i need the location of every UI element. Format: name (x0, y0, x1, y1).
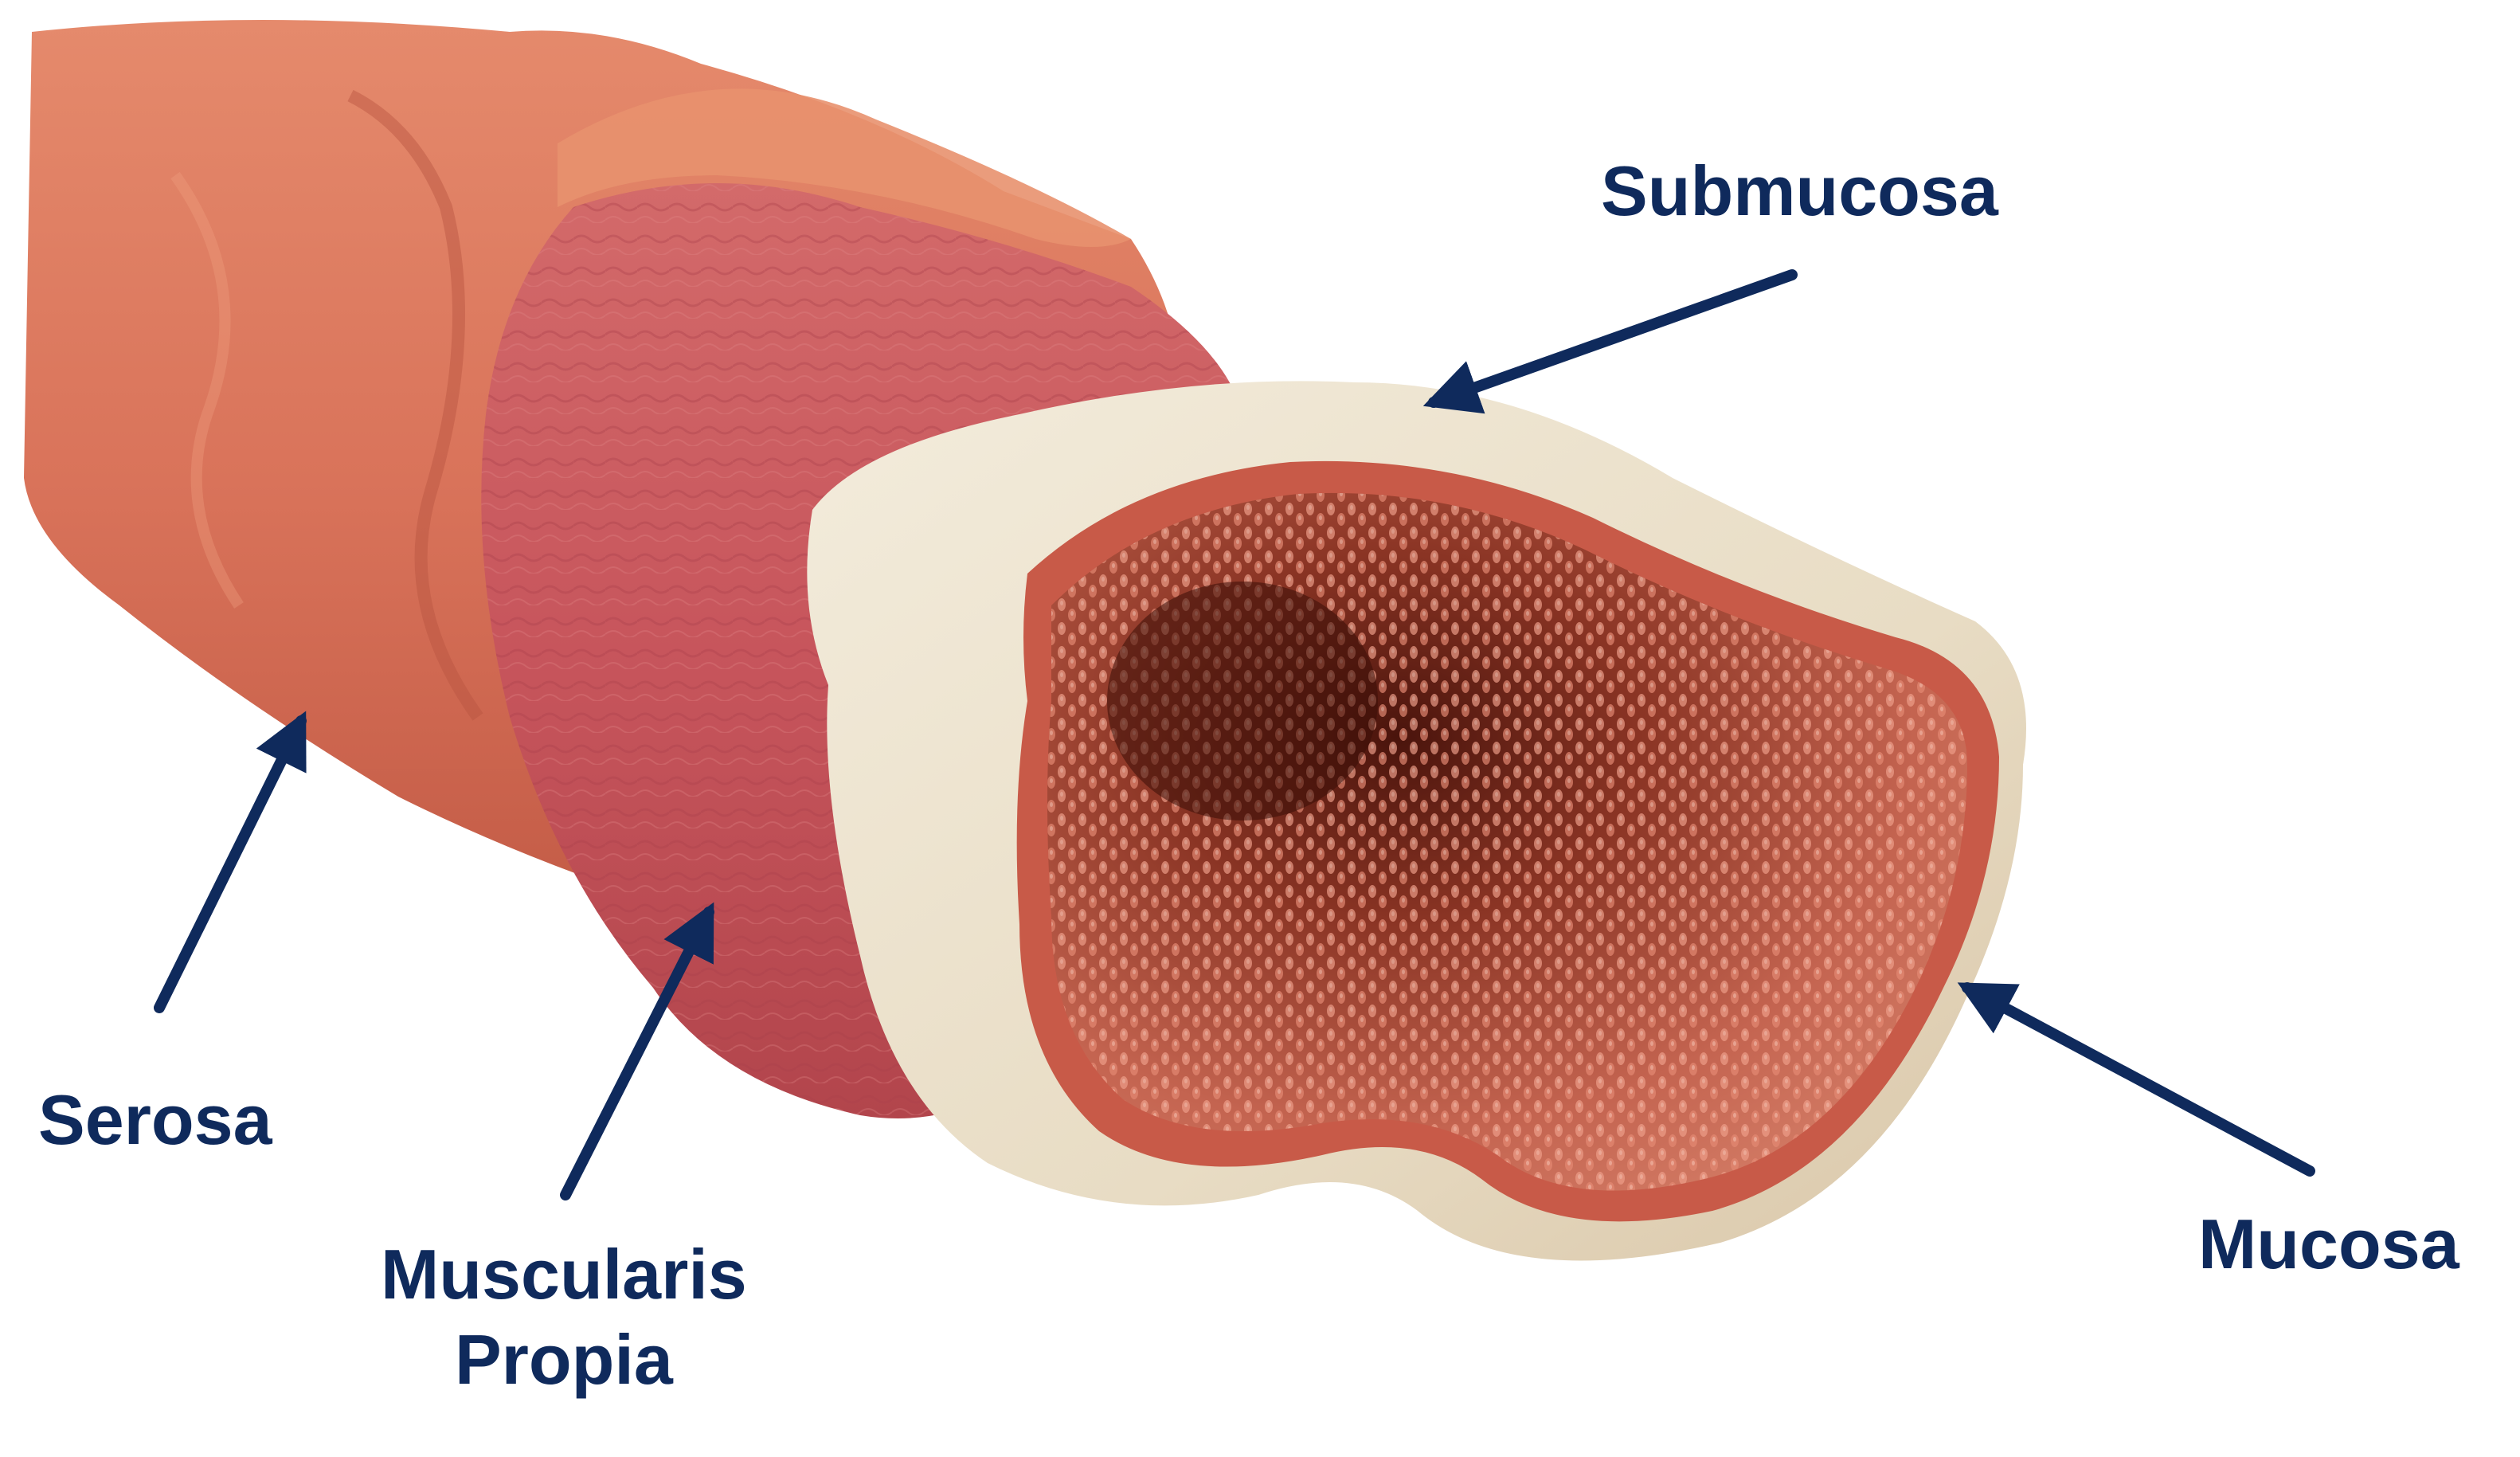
lumen-depth (1107, 582, 1378, 821)
muscularis-propia-label: Muscularis Propia (381, 1232, 747, 1403)
submucosa-arrow (1422, 269, 1798, 414)
muscularis-label-line2: Propia (454, 1320, 673, 1400)
serosa-arrow (154, 711, 307, 1013)
serosa-fold (170, 171, 244, 609)
submucosa-label: Submucosa (1601, 151, 1998, 230)
muscularis-arrow (560, 902, 714, 1200)
serosa-cut-edge (558, 88, 1131, 247)
mucosa-label: Mucosa (2198, 1204, 2459, 1283)
serosa-label: Serosa (38, 1080, 272, 1159)
muscularis-label-line1: Muscularis (381, 1235, 747, 1314)
serosa-fold (347, 89, 483, 721)
mucosa-arrow (1957, 982, 2315, 1177)
